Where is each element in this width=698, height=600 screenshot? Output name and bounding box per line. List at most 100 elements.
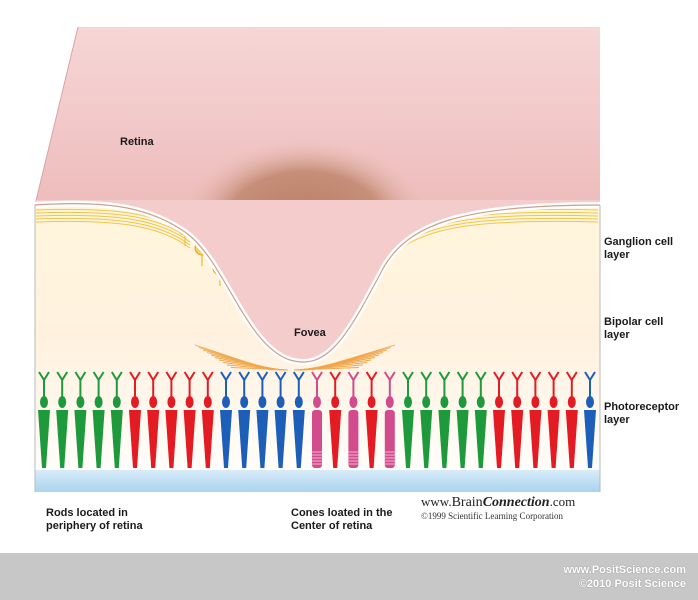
brand-brain: Brain	[451, 495, 483, 510]
footer-bar: www.PositScience.com ©2010 Posit Science	[0, 553, 698, 600]
footer-copyright: ©2010 Posit Science	[578, 578, 686, 590]
cone-outer-segment	[584, 410, 596, 468]
photoreceptor-nucleus	[149, 396, 158, 408]
photoreceptor-nucleus	[76, 396, 85, 408]
cone-outer-segment	[110, 410, 123, 468]
cone-outer-segment	[438, 410, 451, 468]
photoreceptor-nucleus	[458, 396, 467, 408]
cone-outer-segment	[456, 410, 469, 468]
photoreceptor-label-line2: layer	[604, 414, 630, 426]
cone-outer-segment	[329, 410, 342, 468]
brainconnection-logo: www.BrainConnection.com	[421, 494, 575, 511]
photoreceptor-nucleus	[495, 396, 503, 408]
ganglion-label: Ganglion cell layer	[604, 236, 673, 262]
cone-outer-segment	[292, 410, 305, 468]
rod-outer-segment	[312, 410, 322, 468]
cone-outer-segment	[493, 410, 505, 468]
nerve-fiber	[35, 211, 191, 240]
cones-caption-line1: Cones loated in the	[291, 507, 393, 519]
cone-outer-segment	[474, 410, 487, 468]
photoreceptor-nucleus	[586, 396, 594, 408]
photoreceptor-nucleus	[222, 396, 230, 408]
photoreceptor-label: Photoreceptor layer	[604, 401, 679, 427]
photoreceptor-nucleus	[294, 396, 303, 408]
nerve-fiber	[394, 220, 599, 253]
photoreceptor-label-line1: Photoreceptor	[604, 401, 680, 413]
bipolar-label-line2: layer	[604, 329, 630, 341]
ganglion-label-line2: layer	[604, 249, 630, 261]
cone-outer-segment	[365, 410, 378, 468]
photoreceptor-nucleus	[404, 396, 412, 408]
cone-outer-segment	[547, 410, 560, 468]
ganglion-label-line1: Ganglion cell	[604, 236, 674, 248]
photoreceptor-nucleus	[40, 396, 48, 408]
photoreceptor-nucleus	[567, 396, 576, 408]
brand-prefix: www.	[421, 494, 452, 509]
footer-site: www.PositScience.com	[563, 564, 686, 576]
cone-outer-segment	[274, 410, 287, 468]
cone-outer-segment	[56, 410, 69, 468]
cone-outer-segment	[220, 410, 232, 468]
photoreceptor-nucleus	[313, 396, 321, 408]
cone-outer-segment	[92, 410, 105, 468]
photoreceptor-nucleus	[422, 396, 431, 408]
cone-outer-segment	[201, 410, 214, 468]
bipolar-fiber	[230, 367, 289, 371]
brand-copyright: ©1999 Scientific Learning Corporation	[421, 511, 564, 521]
photoreceptor-nucleus	[112, 396, 121, 408]
photoreceptor-nucleus	[476, 396, 485, 408]
cone-outer-segment	[511, 410, 524, 468]
cone-outer-segment	[565, 410, 578, 468]
cone-outer-segment	[129, 410, 141, 468]
photoreceptor-nucleus	[331, 396, 340, 408]
photoreceptor-nucleus	[240, 396, 249, 408]
cone-outer-segment	[402, 410, 414, 468]
pit-contour	[35, 200, 600, 363]
photoreceptor-nucleus	[349, 396, 358, 408]
cones-caption: Cones loated in the Center of retina	[291, 507, 392, 533]
bipolar-fiber	[293, 367, 360, 371]
photoreceptor-nucleus	[440, 396, 449, 408]
bipolar-label-line1: Bipolar cell	[604, 316, 664, 328]
brand-suffix: .com	[549, 494, 576, 509]
rod-outer-segment	[348, 410, 359, 468]
photoreceptor-nucleus	[531, 396, 540, 408]
retina-diagram	[34, 26, 601, 492]
photoreceptor-nucleus	[276, 396, 285, 408]
photoreceptor-nucleus	[549, 396, 558, 408]
brand-connection: Connection	[482, 495, 550, 510]
photoreceptor-nucleus	[58, 396, 67, 408]
cone-outer-segment	[165, 410, 178, 468]
cone-outer-segment	[256, 410, 269, 468]
cones-caption-line2: Center of retina	[291, 520, 373, 532]
nerve-fiber	[35, 220, 191, 249]
photoreceptor-nucleus	[367, 396, 376, 408]
cone-outer-segment	[238, 410, 251, 468]
photoreceptor-nucleus	[94, 396, 103, 408]
cone-outer-segment	[529, 410, 542, 468]
photoreceptor-nucleus	[513, 396, 522, 408]
basal-band	[35, 470, 600, 492]
nerve-fiber	[35, 217, 191, 246]
photoreceptor-nucleus	[258, 396, 267, 408]
cone-outer-segment	[38, 410, 50, 468]
cone-outer-segment	[183, 410, 196, 468]
fovea-label: Fovea	[294, 327, 326, 339]
photoreceptor-nucleus	[167, 396, 176, 408]
cone-outer-segment	[74, 410, 87, 468]
photoreceptor-layer	[38, 371, 596, 468]
photoreceptor-nucleus	[185, 396, 194, 408]
photoreceptor-nucleus	[203, 396, 212, 408]
photoreceptor-nucleus	[131, 396, 139, 408]
photoreceptor-nucleus	[385, 396, 394, 408]
rods-caption-line1: Rods located in	[46, 507, 128, 519]
rods-caption-line2: periphery of retina	[46, 520, 143, 532]
retina-surface	[35, 27, 600, 205]
rods-caption: Rods located in periphery of retina	[46, 507, 143, 533]
retina-label: Retina	[120, 136, 154, 148]
cone-outer-segment	[147, 410, 160, 468]
rod-outer-segment	[384, 410, 395, 468]
bipolar-label: Bipolar cell layer	[604, 316, 663, 342]
nerve-fiber	[35, 214, 191, 243]
cone-outer-segment	[420, 410, 433, 468]
